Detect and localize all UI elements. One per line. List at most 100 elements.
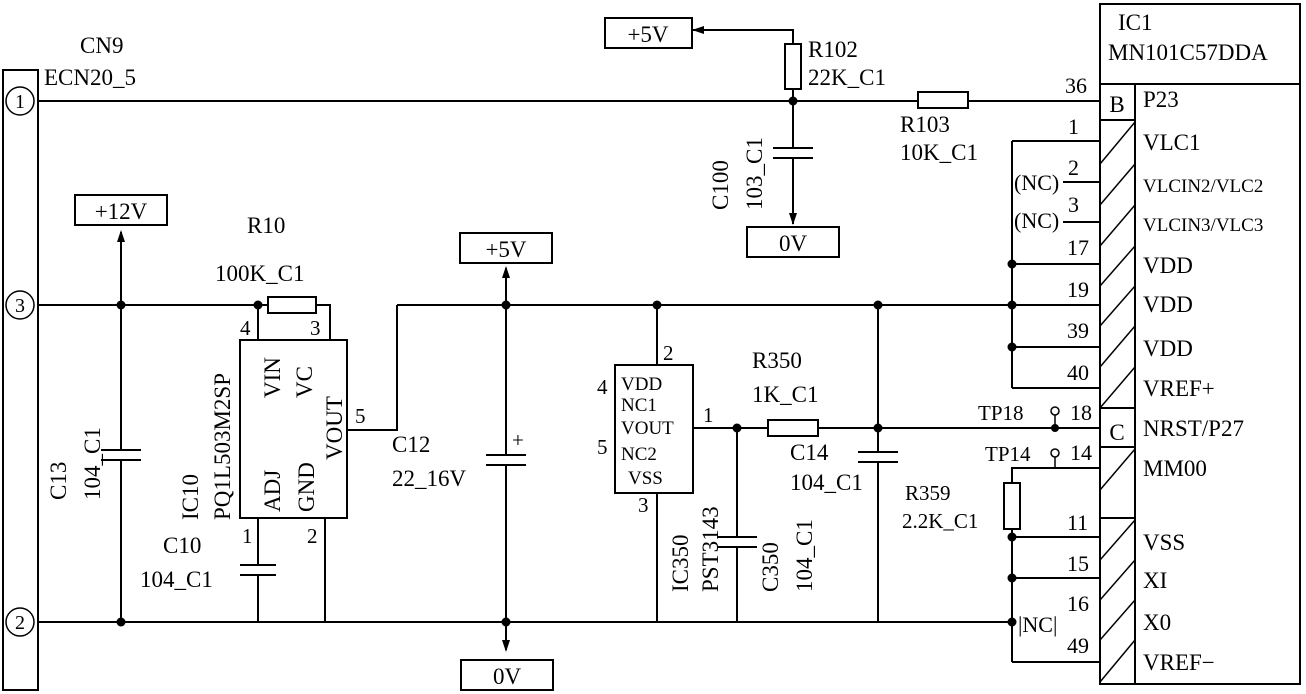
r350-ref: R350 [752, 348, 802, 373]
ic10-pin2-num: 2 [307, 524, 318, 548]
ic1-pin2-nc: (NC) [1014, 170, 1059, 195]
supply-5v-mid-label: +5V [485, 237, 526, 262]
supply-5v-mid-box [459, 232, 553, 264]
ic1-pin-xi: XI [1143, 568, 1167, 593]
c350-value: 104_C1 [792, 519, 817, 592]
ic1-pin15-num: 15 [1067, 551, 1089, 576]
arrow-12v [117, 230, 125, 242]
ic1-pin3-num: 3 [1068, 192, 1079, 217]
wire-r10-right [316, 304, 331, 340]
node-vdd-39 [1007, 342, 1017, 352]
r10-value: 100K_C1 [215, 261, 304, 286]
ic1-pin-vlcin2: VLCIN2/VLC2 [1143, 176, 1263, 197]
ic1-pin36-num: 36 [1065, 73, 1087, 98]
cn9-pin3-circle [5, 290, 35, 320]
ic350-pin-vout: VOUT [621, 418, 674, 439]
cn9-ref: CN9 [80, 33, 123, 58]
ic1-pin14-num: 14 [1070, 440, 1092, 465]
cn9-pin2-circle [5, 607, 35, 637]
c12-ref: C12 [392, 432, 430, 457]
ic1-pin40-num: 40 [1067, 360, 1089, 385]
supply-12v-box [74, 194, 168, 226]
node-vdd-19 [1007, 300, 1017, 310]
ic350-pin-vss: VSS [628, 468, 663, 489]
ic10-pin-adj: ADJ [260, 470, 285, 512]
r10-ref: R10 [247, 213, 285, 238]
c13-ref: C13 [46, 462, 71, 500]
ic10-pin1-num: 1 [242, 524, 253, 548]
ic1-pin18-num: 18 [1070, 400, 1092, 425]
node-vdd-17 [1007, 259, 1017, 269]
c350-ref: C350 [758, 542, 783, 592]
node-vss-15 [1007, 573, 1017, 583]
r103-body [917, 91, 969, 109]
ic1-pin-vref-minus: VREF− [1143, 650, 1215, 675]
tp14-ref: TP14 [985, 442, 1031, 466]
ic10-part: PQ1L503M2SP [210, 373, 235, 520]
ic1-ref: IC1 [1118, 10, 1153, 35]
ic1-part: MN101C57DDA [1108, 40, 1268, 65]
supply-12v-label: +12V [95, 199, 148, 224]
ic1-pin-vdd-39: VDD [1143, 336, 1193, 361]
ic10-pin-vc: VC [292, 366, 317, 398]
wire-r359-top [1011, 467, 1060, 483]
ic350-pin-nc2: NC2 [621, 444, 657, 465]
supply-0v-top-box [746, 226, 840, 258]
ic1-pin-vref-plus: VREF+ [1143, 376, 1215, 401]
ic1-pin-p23: P23 [1143, 87, 1179, 112]
ic10-pin-gnd: GND [294, 462, 319, 512]
cn9-pin2-label: 2 [15, 612, 25, 634]
ic350-pin-vdd: VDD [621, 374, 662, 395]
ic1-pin17-num: 17 [1067, 235, 1089, 260]
ic350-pin-nc1: NC1 [621, 395, 657, 416]
r359-value: 2.2K_C1 [902, 509, 978, 533]
wire-ic10-vout [347, 305, 398, 431]
supply-5v-top-label: +5V [627, 22, 668, 47]
cn9-pin1-label: 1 [15, 91, 25, 113]
ic1-port-c: C [1109, 420, 1124, 445]
ic1-pin16-num: 16 [1067, 591, 1089, 616]
c14-ref: C14 [790, 440, 829, 465]
c12-polarity: + [512, 428, 524, 452]
r103-ref: R103 [900, 112, 950, 137]
node-c13-gnd [116, 617, 126, 627]
r10-body [267, 296, 317, 314]
tp14-circle [1050, 448, 1060, 458]
ic1-port-b: B [1109, 92, 1124, 117]
arrow-5v-mid [502, 266, 510, 278]
supply-0v-bottom-box [460, 659, 554, 691]
cn9-pin3-label: 3 [15, 295, 25, 317]
c100-value: 103_C1 [742, 137, 767, 210]
r350-value: 1K_C1 [752, 382, 818, 407]
ic1-pin-vlc1: VLC1 [1143, 130, 1201, 155]
ic1-pin19-num: 19 [1067, 277, 1089, 302]
c12-value: 22_16V [392, 466, 467, 491]
ic1-pin2-num: 2 [1068, 155, 1079, 180]
r102-body [784, 43, 802, 90]
c10-value: 104_C1 [140, 567, 213, 592]
c13-value: 104_C1 [80, 427, 105, 500]
ic1-pin-mm00: MM00 [1143, 456, 1207, 481]
ic10-ref: IC10 [178, 474, 203, 520]
ic10-pin3-num: 3 [310, 316, 321, 340]
node-vss-gnd [1007, 617, 1017, 627]
tp18-circle [1050, 406, 1060, 416]
ic1-body [1099, 3, 1301, 685]
ic350-ref: IC350 [668, 535, 693, 593]
r350-body [767, 419, 819, 437]
c100-ref: C100 [708, 160, 733, 210]
r103-value: 10K_C1 [900, 140, 978, 165]
ic1-nc-bottom: |NC| [1018, 612, 1057, 637]
ic10-pin-vout: VOUT [322, 396, 347, 460]
ic350-pin4-num: 4 [597, 375, 608, 399]
r359-body [1003, 482, 1021, 530]
ic1-pin1-num: 1 [1068, 114, 1079, 139]
ic1-pin39-num: 39 [1067, 318, 1089, 343]
ic1-pin-nrst: NRST/P27 [1143, 416, 1244, 441]
ic1-pin-x0: X0 [1143, 610, 1171, 635]
arrow-0v-bottom [502, 640, 510, 652]
supply-5v-top-box [604, 17, 693, 49]
c14-value: 104_C1 [790, 470, 863, 495]
